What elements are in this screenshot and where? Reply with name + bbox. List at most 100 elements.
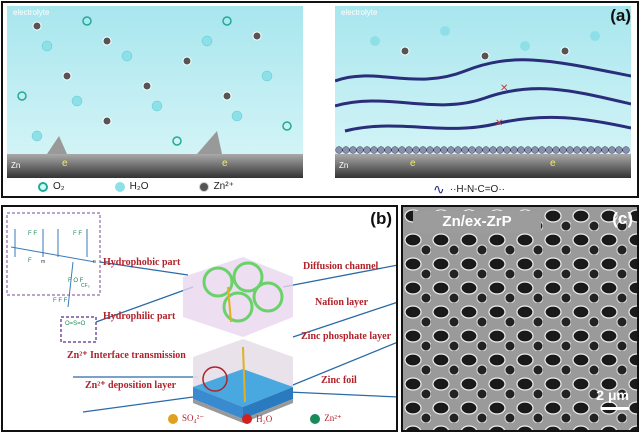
- sulfonate-label: O=S=O: [65, 321, 86, 327]
- coating-bead: [363, 146, 371, 154]
- coating-bead: [559, 146, 567, 154]
- legend-label: Zn²⁺: [324, 413, 342, 423]
- coating-bead: [587, 146, 595, 154]
- svg-text:F F F: F F F: [53, 298, 68, 304]
- o2-icon: [38, 181, 48, 192]
- coating-bead: [426, 146, 434, 154]
- coated-zn-illustration: ✕ ✕: [335, 26, 631, 178]
- coating-bead: [496, 146, 504, 154]
- coating-bead: [594, 146, 602, 154]
- coating-bead: [405, 146, 413, 154]
- electron-label: e: [410, 158, 416, 169]
- coating-bead: [482, 146, 490, 154]
- coating-bead: [538, 146, 546, 154]
- hydrophobic-label: Hydrophobic part: [103, 257, 181, 268]
- coating-bead: [454, 146, 462, 154]
- panel-a: electrolyte Zn e e O₂ H₂O Zn²⁺: [1, 1, 639, 198]
- legend-label: H₂O: [129, 181, 149, 192]
- coating-bead: [545, 146, 553, 154]
- coating-bead: [573, 146, 581, 154]
- legend-label: Zn²⁺: [213, 181, 234, 192]
- water-icon: [242, 413, 253, 424]
- electron-label: e: [62, 158, 68, 169]
- panel-c-label: (c): [612, 209, 633, 228]
- coating-bead: [517, 146, 525, 154]
- panel-b: F F F F F F O F F F F Hydrophobic part Hydro…: [1, 205, 398, 432]
- coating-bead: [608, 146, 616, 154]
- sem-image: [403, 207, 637, 430]
- coating-bead: [349, 146, 357, 154]
- coating-bead: [552, 146, 560, 154]
- sample-title: Zn/ex-ZrP: [413, 211, 541, 233]
- coating-bead: [356, 146, 364, 154]
- coating-bead: [377, 146, 385, 154]
- coating-bead: [412, 146, 420, 154]
- coating-bead: [447, 146, 455, 154]
- coating-bead: [468, 146, 476, 154]
- legend-label: H₂O: [256, 413, 273, 424]
- zinc-foil-label: Zinc foil: [321, 375, 357, 386]
- svg-text:F O F: F O F: [68, 278, 84, 284]
- electron-label: e: [550, 158, 556, 169]
- coating-bead: [622, 146, 630, 154]
- svg-text:✕: ✕: [495, 118, 503, 129]
- coating-bead: [475, 146, 483, 154]
- coating-bead: [503, 146, 511, 154]
- coating-bead: [510, 146, 518, 154]
- svg-text:F F: F F: [73, 231, 82, 237]
- sulfate-icon: [168, 413, 178, 424]
- coating-bead: [580, 146, 588, 154]
- legend-label: SO₄²⁻: [182, 413, 205, 423]
- zn-label: Zn: [11, 161, 21, 170]
- hydrophilic-label: Hydrophilic part: [103, 311, 176, 322]
- coated-zn-diagram: electrolyte ✕ ✕ Zn e e: [335, 6, 631, 178]
- diffusion-channel-label: Diffusion channel: [303, 261, 379, 272]
- svg-text:F F: F F: [28, 231, 37, 237]
- panel-b-label: (b): [370, 209, 392, 228]
- coating-bead: [342, 146, 350, 154]
- svg-text:F: F: [28, 258, 32, 264]
- coating-bead: [615, 146, 623, 154]
- zinc-ion-icon: [310, 413, 321, 424]
- legend-a-right: ∿ ··H-N-C=O··: [433, 181, 505, 198]
- bare-zn-illustration: [7, 16, 303, 178]
- coating-bead: [566, 146, 574, 154]
- coating-bead: [524, 146, 532, 154]
- subscript-m: m: [41, 259, 46, 265]
- electrolyte-label: electrolyte: [13, 8, 50, 17]
- zn-ion-icon: [198, 181, 209, 192]
- coating-bead: [398, 146, 406, 154]
- electrolyte-label: electrolyte: [341, 8, 378, 17]
- nafion-schematic: F F F F F F O F F F F: [6, 212, 396, 423]
- coating-bead: [384, 146, 392, 154]
- bare-zn-diagram: electrolyte Zn e e: [7, 6, 303, 178]
- legend-a-left: O₂ H₂O Zn²⁺: [38, 181, 234, 192]
- panel-c: Zn/ex-ZrP 2 μm (c): [401, 205, 639, 432]
- deposition-layer-label: Zn²⁺ deposition layer: [85, 380, 177, 391]
- coating-bead: [370, 146, 378, 154]
- electron-label: e: [222, 158, 228, 169]
- h2o-icon: [114, 181, 125, 192]
- legend-b: SO₄²⁻ H₂O Zn²⁺: [168, 413, 342, 424]
- nafion-layer-label: Nafion layer: [315, 297, 369, 308]
- legend-label: O₂: [53, 181, 65, 192]
- coating-bead: [440, 146, 448, 154]
- amide-label: ··H-N-C=O··: [449, 184, 505, 195]
- svg-text:✕: ✕: [500, 83, 508, 94]
- scale-bar-label: 2 μm: [596, 387, 629, 403]
- panel-a-label: (a): [610, 6, 631, 25]
- coating-bead: [391, 146, 399, 154]
- zinc-phosphate-label: Zinc phosphate layer: [301, 331, 392, 342]
- polymer-chain-icon: ∿: [433, 181, 445, 197]
- coating-bead: [489, 146, 497, 154]
- coating-bead: [419, 146, 427, 154]
- coating-bead: [531, 146, 539, 154]
- cf3-label: CF₃: [81, 283, 90, 289]
- subscript-n: n: [93, 259, 96, 265]
- coating-bead: [433, 146, 441, 154]
- coating-bead: [601, 146, 609, 154]
- coating-bead: [461, 146, 469, 154]
- coating-bead: [335, 146, 343, 154]
- interface-transmission-label: Zn²⁺ Interface transmission: [67, 350, 186, 361]
- zn-label: Zn: [339, 161, 349, 170]
